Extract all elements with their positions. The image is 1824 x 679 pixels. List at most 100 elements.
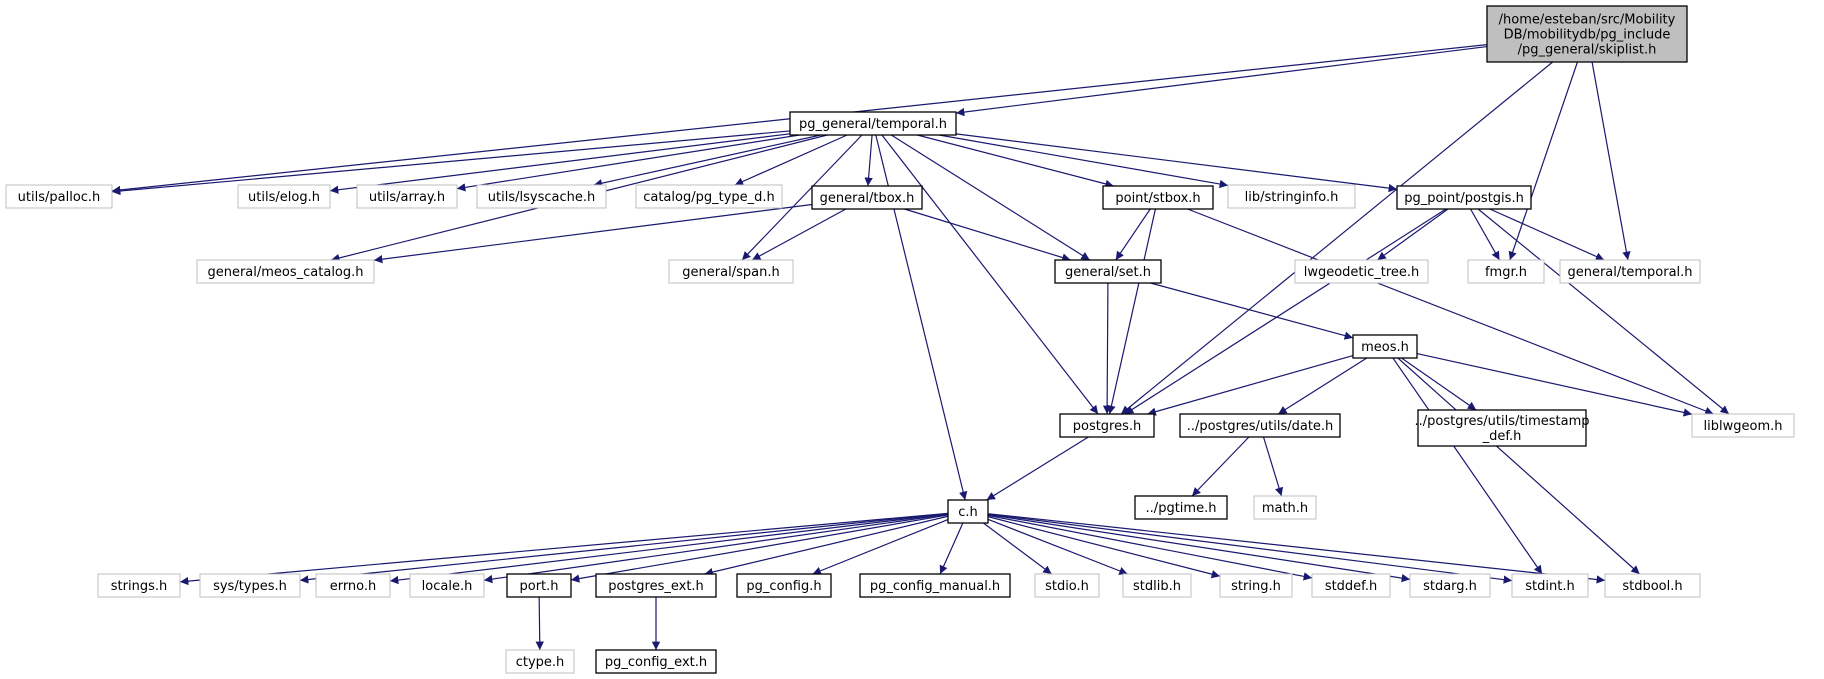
node-box-stdarg [1409,573,1491,598]
node-box-temporal [789,111,957,136]
node-label-postgis: pg_point/postgis.h [1404,191,1524,206]
node-pgconfext[interactable]: pg_config_ext.h [595,649,717,674]
node-pgext[interactable]: postgres_ext.h [595,573,717,598]
node-label-span: general/span.h [682,265,779,280]
node-box-set [1054,259,1162,284]
node-lwgeodetic: lwgeodetic_tree.h [1294,259,1429,284]
edge-root-to-temporal [955,45,1488,117]
edge-set-to-meos [1150,282,1354,340]
edge-temporal-to-pgtyped [734,134,848,186]
node-string: string.h [1219,573,1293,598]
node-port[interactable]: port.h [506,573,572,598]
edge-c-to-string [987,516,1221,579]
node-label-stringinfo: lib/stringinfo.h [1245,190,1339,205]
node-meos[interactable]: meos.h [1352,334,1418,359]
node-label-string: string.h [1231,579,1281,594]
edge-tbox-to-meoscat [373,203,813,264]
node-label-meos: meos.h [1361,340,1409,355]
node-box-gtemporal [1559,259,1701,284]
node-label-gtemporal: general/temporal.h [1567,265,1692,280]
node-label-pgconfext: pg_config_ext.h [605,655,707,670]
node-box-root [1486,5,1688,63]
node-fmgr: fmgr.h [1467,259,1545,284]
node-pgconfig[interactable]: pg_config.h [736,573,832,598]
edge-postgis-to-fmgr [1470,208,1500,261]
node-tsdef[interactable]: ../postgres/utils/timestamp_def.h [1414,409,1590,447]
nodes-layer: /home/esteban/src/MobilityDB/mobilitydb/… [5,5,1795,674]
node-label-math: math.h [1262,501,1308,516]
node-label-stdio: stdio.h [1045,579,1089,594]
node-box-strings [97,573,181,598]
node-meoscat: general/meos_catalog.h [196,259,375,284]
node-box-stdlib [1122,573,1192,598]
node-label-array: utils/array.h [369,190,445,205]
edge-postgis-to-gtemporal [1489,208,1605,261]
node-strings: strings.h [97,573,181,598]
edge-temporal-to-lsyscache [593,134,821,188]
node-label-set: general/set.h [1065,265,1151,280]
node-label-stddef: stddef.h [1325,579,1377,594]
node-label-pgconfman: pg_config_manual.h [870,579,1000,594]
node-pgtime[interactable]: ../pgtime.h [1134,495,1228,520]
edge-meos-to-postgres [1147,355,1354,416]
edge-temporal-to-set [890,134,1091,261]
edge-temporal-to-stbox [917,134,1114,188]
node-elog: utils/elog.h [237,184,331,209]
edge-postgis-to-postgres [1124,208,1447,415]
edge-stbox-to-liblwgeom [1187,208,1714,415]
edge-temporal-to-elog [329,133,791,194]
node-postgis[interactable]: pg_point/postgis.h [1396,185,1532,210]
node-box-locale [409,573,485,598]
node-tbox[interactable]: general/tbox.h [811,185,923,210]
node-box-pgtyped [635,184,783,209]
node-box-postgis [1396,185,1532,210]
node-stdbool: stdbool.h [1604,573,1701,598]
node-liblwgeom: liblwgeom.h [1691,413,1795,438]
edge-c-to-pgext [704,515,949,577]
edge-set-to-postgres [1102,282,1112,415]
edge-tbox-to-set [904,208,1071,262]
edge-c-to-stdint [987,513,1513,584]
node-label-date: ../postgres/utils/date.h [1187,419,1334,434]
node-set[interactable]: general/set.h [1054,259,1162,284]
node-box-palloc [5,184,113,209]
edge-date-to-math [1262,436,1284,497]
node-box-array [356,184,458,209]
node-stbox[interactable]: point/stbox.h [1102,185,1214,210]
node-label-pgtime: ../pgtime.h [1146,501,1217,516]
edge-meos-to-stdbool [1397,357,1641,575]
node-label-stdint: stdint.h [1525,579,1574,594]
node-label-lwgeodetic: lwgeodetic_tree.h [1304,265,1420,280]
node-box-systypes [199,573,301,598]
node-box-lsyscache [476,184,607,209]
node-label-tsdef: _def.h [1482,429,1522,444]
node-box-meoscat [196,259,375,284]
node-box-stdbool [1604,573,1701,598]
node-box-stdint [1511,573,1589,598]
node-math: math.h [1253,495,1317,520]
node-date[interactable]: ../postgres/utils/date.h [1179,413,1341,438]
node-label-stbox: point/stbox.h [1115,191,1200,206]
node-span: general/span.h [668,259,794,284]
node-locale: locale.h [409,573,485,598]
node-temporal[interactable]: pg_general/temporal.h [789,111,957,136]
node-label-c: c.h [958,505,978,520]
node-box-date [1179,413,1341,438]
edge-temporal-to-stringinfo [938,134,1229,189]
node-root: /home/esteban/src/MobilityDB/mobilitydb/… [1486,5,1688,63]
node-box-pgconfext [595,649,717,674]
node-c[interactable]: c.h [947,499,989,524]
edge-temporal-to-tbox [864,134,873,187]
node-box-math [1253,495,1317,520]
edge-root-to-fmgr [1508,61,1579,261]
edge-date-to-pgtime [1191,436,1250,497]
edge-meos-to-date [1277,357,1368,415]
node-postgres[interactable]: postgres.h [1059,413,1155,438]
node-label-stdbool: stdbool.h [1622,579,1682,594]
node-pgconfman[interactable]: pg_config_manual.h [859,573,1011,598]
node-label-postgres: postgres.h [1073,419,1142,434]
edge-tbox-to-span [751,208,847,261]
node-box-string [1219,573,1293,598]
node-label-elog: utils/elog.h [248,190,320,205]
node-box-elog [237,184,331,209]
